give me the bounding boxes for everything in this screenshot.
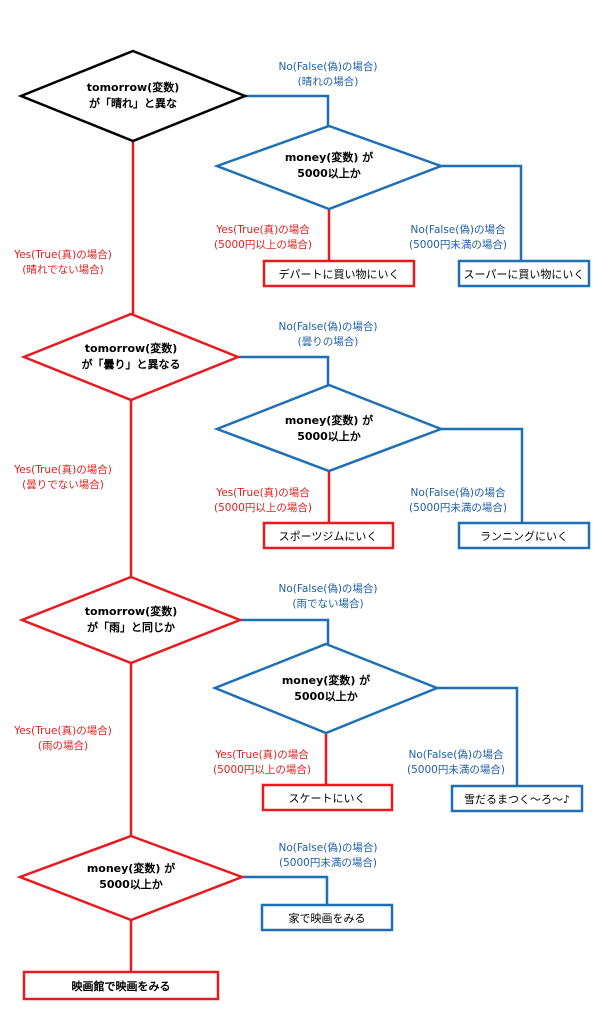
decision-m3-line1: money(変数) が (282, 673, 370, 687)
decision-d1-line2: が「晴れ」と異な (89, 96, 177, 110)
action-a7: 家で映画をみる (260, 903, 394, 932)
svg-text:(5000円未満の場合): (5000円未満の場合) (279, 856, 377, 869)
svg-text:(雨でない場合): (雨でない場合) (292, 597, 363, 610)
action-a3: スポーツジムにいく (262, 521, 395, 550)
decision-d1: tomorrow(変数) が「晴れ」と異な (17, 49, 249, 143)
svg-text:(5000円以上の場合): (5000円以上の場合) (214, 238, 312, 251)
decision-m1-line1: money(変数) が (285, 150, 373, 164)
decision-d4-line2: 5000以上か (99, 877, 163, 891)
edge-label-yes-m2: Yes(True(真)の場合 (5000円以上の場合) (214, 486, 312, 514)
svg-text:No(False(偽)の場合): No(False(偽)の場合) (278, 60, 377, 73)
svg-text:(晴れの場合): (晴れの場合) (298, 75, 359, 88)
action-a8-label: 映画館で映画をみる (72, 979, 171, 993)
decision-m2: money(変数) が 5000以上か (213, 383, 445, 473)
decision-m2-line2: 5000以上か (297, 429, 361, 443)
edge-no-d1 (245, 94, 330, 126)
svg-text:(5000円未満の場合): (5000円未満の場合) (409, 501, 507, 514)
svg-text:(5000円未満の場合): (5000円未満の場合) (409, 238, 507, 251)
action-a2-label: スーパーに買い物にいく (464, 267, 585, 281)
decision-m1-line2: 5000以上か (297, 166, 361, 180)
action-a5-label: スケートにいく (289, 792, 366, 805)
edge-no-d2 (238, 355, 330, 385)
action-a7-label: 家で映画をみる (289, 911, 366, 925)
action-a8: 映画館で映画をみる (22, 970, 220, 1001)
svg-text:No(False(偽)の場合: No(False(偽)の場合 (411, 486, 506, 499)
edge-label-yes-m1: Yes(True(真)の場合 (5000円以上の場合) (214, 223, 312, 251)
decision-m2-line1: money(変数) が (285, 413, 373, 427)
svg-text:No(False(偽)の場合): No(False(偽)の場合) (278, 582, 377, 595)
edge-label-no-d4: No(False(偽)の場合) (5000円未満の場合) (278, 841, 377, 869)
svg-text:(曇りの場合): (曇りの場合) (298, 335, 359, 348)
svg-text:Yes(True(真)の場合): Yes(True(真)の場合) (13, 248, 112, 261)
decision-d3-line2: が「雨」と同じか (87, 620, 175, 634)
edge-no-m2 (441, 427, 524, 523)
action-a2: スーパーに買い物にいく (457, 259, 591, 288)
svg-text:(晴れでない場合): (晴れでない場合) (22, 263, 103, 276)
edge-no-m3 (437, 686, 519, 786)
svg-text:Yes(True(真)の場合): Yes(True(真)の場合) (13, 463, 112, 476)
decision-d2: tomorrow(変数) が「曇り」と異なる (20, 312, 242, 402)
svg-text:(5000円以上の場合): (5000円以上の場合) (213, 763, 311, 776)
svg-text:No(False(偽)の場合): No(False(偽)の場合) (278, 841, 377, 854)
edge-label-yes-m3: Yes(True(真)の場合 (5000円以上の場合) (213, 748, 311, 776)
decision-m3-line2: 5000以上か (294, 689, 358, 703)
edge-label-yes-d2: Yes(True(真)の場合) (曇りでない場合) (13, 463, 112, 491)
svg-text:(5000円以上の場合): (5000円以上の場合) (214, 501, 312, 514)
decision-d2-line1: tomorrow(変数) (85, 341, 177, 355)
action-a1: デパートに買い物にいく (262, 259, 416, 288)
edge-label-no-m2: No(False(偽)の場合 (5000円未満の場合) (409, 486, 507, 514)
action-a4: ランニングにいく (457, 521, 591, 550)
edge-label-no-m1: No(False(偽)の場合 (5000円未満の場合) (409, 223, 507, 251)
decision-d4: money(変数) が 5000以上か (16, 834, 246, 922)
decision-m3: money(変数) が 5000以上か (211, 642, 441, 735)
decision-d3: tomorrow(変数) が「雨」と同じか (18, 575, 244, 665)
svg-text:No(False(偽)の場合: No(False(偽)の場合 (409, 748, 504, 761)
svg-text:Yes(True(真)の場合: Yes(True(真)の場合 (215, 486, 310, 499)
svg-text:(5000円未満の場合): (5000円未満の場合) (407, 763, 505, 776)
decision-d3-line1: tomorrow(変数) (85, 604, 177, 618)
action-a6-label: 雪だるまつく〜ろ〜♪ (464, 793, 570, 806)
svg-text:(雨の場合): (雨の場合) (38, 739, 88, 752)
edge-label-yes-d3: Yes(True(真)の場合) (雨の場合) (13, 724, 112, 752)
action-a3-label: スポーツジムにいく (279, 530, 378, 543)
decision-m1: money(変数) が 5000以上か (213, 124, 445, 211)
edge-no-m1 (441, 164, 523, 261)
edge-label-no-d1: No(False(偽)の場合) (晴れの場合) (278, 60, 377, 88)
svg-text:No(False(偽)の場合: No(False(偽)の場合 (411, 223, 506, 236)
svg-text:Yes(True(真)の場合: Yes(True(真)の場合 (214, 748, 309, 761)
action-a1-label: デパートに買い物にいく (279, 267, 400, 281)
decision-d4-line1: money(変数) が (87, 861, 175, 875)
svg-text:Yes(True(真)の場合: Yes(True(真)の場合 (215, 223, 310, 236)
action-a6: 雪だるまつく〜ろ〜♪ (450, 784, 584, 813)
svg-text:(曇りでない場合): (曇りでない場合) (22, 478, 104, 491)
svg-text:Yes(True(真)の場合): Yes(True(真)の場合) (13, 724, 112, 737)
svg-text:No(False(偽)の場合): No(False(偽)の場合) (278, 320, 377, 333)
action-a5: スケートにいく (261, 783, 394, 812)
decision-d2-line2: が「曇り」と異なる (82, 357, 181, 371)
edge-label-yes-d1: Yes(True(真)の場合) (晴れでない場合) (13, 248, 112, 276)
edge-label-no-d3: No(False(偽)の場合) (雨でない場合) (278, 582, 377, 610)
edge-label-no-d2: No(False(偽)の場合) (曇りの場合) (278, 320, 377, 348)
edge-no-d3 (240, 618, 330, 644)
edge-no-d4 (242, 875, 329, 905)
action-a4-label: ランニングにいく (480, 529, 568, 543)
decision-d1-line1: tomorrow(変数) (87, 80, 179, 94)
edge-label-no-m3: No(False(偽)の場合 (5000円未満の場合) (407, 748, 505, 776)
